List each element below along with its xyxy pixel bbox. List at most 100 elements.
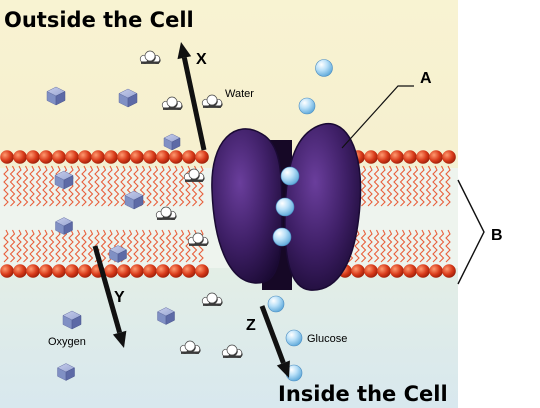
lipid-tail <box>445 229 451 263</box>
phospholipid-head-icon <box>143 150 157 164</box>
phospholipid-head-icon <box>390 150 404 164</box>
phospholipid-head-icon <box>390 264 404 278</box>
phospholipid-head-icon <box>39 150 53 164</box>
arrow-y-label: Y <box>114 289 125 306</box>
phospholipid-head-icon <box>26 264 40 278</box>
phospholipid-head-icon <box>442 150 456 164</box>
lipid-tail <box>367 229 373 263</box>
lipid-tail <box>35 229 42 263</box>
arrow-x <box>177 42 207 151</box>
phospholipid-head-icon <box>364 150 378 164</box>
water-molecule-icon <box>201 94 223 108</box>
water-molecule-icon <box>183 168 205 182</box>
lipid-tail <box>386 165 393 207</box>
oxygen-molecule-icon <box>54 217 74 235</box>
phospholipid-head-icon <box>403 264 417 278</box>
lipid-tail <box>42 165 48 207</box>
pointer-a <box>341 85 414 149</box>
glucose-molecule-icon <box>267 295 285 313</box>
water-molecule-icon <box>161 96 183 110</box>
phospholipid-head-icon <box>13 264 27 278</box>
lipid-tail <box>9 165 16 207</box>
lipid-tail <box>425 229 432 263</box>
lipid-tail <box>94 165 100 207</box>
oxygen-molecule-icon <box>108 245 128 263</box>
lipid-tail <box>412 229 419 263</box>
phospholipid-head-icon <box>65 264 79 278</box>
phospholipid-head-icon <box>169 150 183 164</box>
phospholipid-head-icon <box>78 264 92 278</box>
lipid-tail <box>146 165 152 207</box>
phospholipid-head-icon <box>78 150 92 164</box>
phospholipid-head-icon <box>182 264 196 278</box>
water-molecules <box>139 50 243 358</box>
oxygen-molecule-icon <box>124 190 144 210</box>
oxygen-molecule-icon <box>118 88 138 108</box>
phospholipid-head-icon <box>13 150 27 164</box>
lipid-tail <box>146 229 152 263</box>
lipid-tail <box>399 165 406 207</box>
phospholipid-head-icon <box>364 264 378 278</box>
lipid-tail <box>198 165 204 207</box>
membrane-bracket <box>457 179 485 285</box>
lipid-tail <box>438 165 445 207</box>
lipid-tail <box>152 229 159 263</box>
phospholipid-head-icon <box>442 264 456 278</box>
lipid-tail <box>406 229 412 263</box>
lipid-tail <box>159 229 165 263</box>
oxygen-molecule-icon <box>163 133 181 151</box>
lipid-tail <box>354 229 360 263</box>
phospholipid-head-icon <box>52 150 66 164</box>
phospholipid-head-icon <box>39 264 53 278</box>
phospholipid-head-icon <box>351 264 365 278</box>
phospholipid-head-icon <box>169 264 183 278</box>
lipid-tail <box>120 165 126 207</box>
lipid-tail <box>185 229 191 263</box>
lipid-tail <box>393 165 399 207</box>
phospholipid-head-icon <box>65 150 79 164</box>
lipid-tail <box>16 165 22 207</box>
lipid-tail <box>81 229 87 263</box>
lipid-tail <box>419 165 425 207</box>
lipid-tail <box>16 229 22 263</box>
phospholipid-head-icon <box>130 264 144 278</box>
oxygen-molecule-icon <box>54 170 74 190</box>
lipid-tail <box>3 165 9 207</box>
phospholipid-head-icon <box>52 264 66 278</box>
lipid-tail <box>29 165 35 207</box>
outside-cell-label: Outside the Cell <box>4 8 194 32</box>
phospholipid-head-icon <box>143 264 157 278</box>
water-molecule-icon <box>179 340 201 354</box>
water-label: Water <box>225 88 254 100</box>
lipid-tail <box>165 165 172 207</box>
glucose-molecule-icon <box>275 197 295 217</box>
phospholipid-head-icon <box>429 264 443 278</box>
lipid-tail <box>380 165 386 207</box>
arrow-x-label: X <box>196 51 207 68</box>
phospholipid-head-icon <box>195 150 209 164</box>
lipid-tail <box>61 229 68 263</box>
phospholipid-head-icon <box>0 150 14 164</box>
oxygen-molecule-icon <box>56 363 76 381</box>
lipid-tail <box>87 165 94 207</box>
phospholipid-head-icon <box>156 150 170 164</box>
lipid-tail <box>9 229 16 263</box>
lipid-tail <box>152 165 159 207</box>
lipid-tail <box>425 165 432 207</box>
lipid-tail <box>22 229 29 263</box>
inside-cell-label: Inside the Cell <box>278 382 448 406</box>
lipid-tail <box>55 229 61 263</box>
lipid-tail <box>133 229 139 263</box>
lipid-tail <box>185 165 191 207</box>
phospholipid-head-icon <box>156 264 170 278</box>
lipid-tail <box>386 229 393 263</box>
glucose-molecule-icon <box>280 166 300 186</box>
arrow-z-label: Z <box>246 317 256 334</box>
phospholipid-head-icon <box>0 264 14 278</box>
lipid-tail <box>22 165 29 207</box>
phospholipid-head-icon <box>117 150 131 164</box>
lipid-tail <box>126 229 133 263</box>
lipid-tail <box>113 165 120 207</box>
phospholipid-head-icon <box>104 264 118 278</box>
phospholipid-head-icon <box>377 150 391 164</box>
